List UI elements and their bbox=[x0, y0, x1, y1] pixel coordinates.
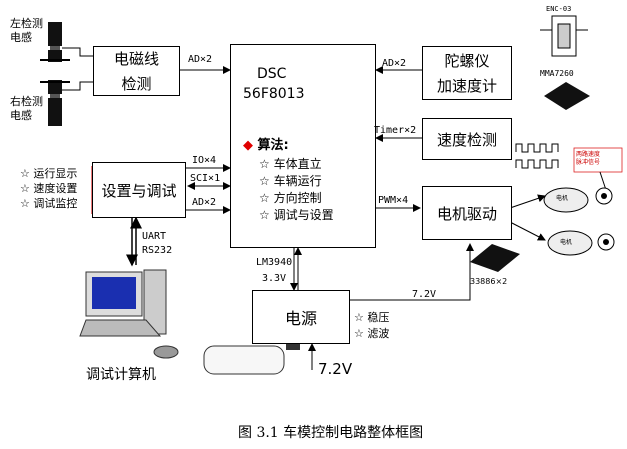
driver-chip-icon bbox=[470, 244, 520, 272]
diamond-icon: ◆ bbox=[243, 138, 253, 153]
gyro-box: 陀螺仪 加速度计 bbox=[422, 46, 512, 100]
setup-box: 设置与调试 bbox=[92, 162, 186, 218]
computer-icon bbox=[79, 269, 179, 359]
link-label-uart: UART bbox=[142, 231, 167, 242]
accel-chip-label: MMA7260 bbox=[540, 69, 574, 78]
figure-caption: 图 3.1 车模控制电路整体框图 bbox=[238, 425, 424, 441]
algo-item: ☆ 车体直立 bbox=[259, 157, 322, 171]
link-label-pwm: PWM×4 bbox=[378, 195, 409, 206]
speed-signal-label: 两路速度 脉冲信号 bbox=[576, 151, 601, 166]
left-sensor-label: 左检测 电感 bbox=[10, 17, 43, 44]
link-label-ad-left: AD×2 bbox=[188, 54, 213, 65]
left-inductor-icon bbox=[40, 22, 70, 62]
link-label-rs232: RS232 bbox=[142, 245, 173, 256]
link-label-ad-gyro: AD×2 bbox=[382, 58, 407, 69]
dsc-box: DSC 56F8013 ◆ 算法: ☆ 车体直立 ☆ 车辆运行 ☆ 方向控制 ☆… bbox=[230, 44, 376, 248]
motor-label: 电机 bbox=[556, 195, 569, 202]
link-label-lm3940: LM3940 bbox=[256, 257, 293, 268]
dsc-title: DSC bbox=[257, 66, 287, 82]
speed-box: 速度检测 bbox=[422, 118, 512, 160]
right-sensor-label: 右检测 电感 bbox=[10, 95, 43, 122]
algo-item: ☆ 方向控制 bbox=[259, 191, 322, 205]
power-box: 电源 bbox=[252, 290, 350, 344]
battery-icon bbox=[203, 340, 300, 375]
link-label-ad-setup: AD×2 bbox=[192, 197, 217, 208]
driver-chip-label: 33886×2 bbox=[470, 277, 508, 286]
battery-voltage-label: 7.2V bbox=[318, 360, 353, 378]
em-detect-box: 电磁线 检测 bbox=[93, 46, 180, 96]
link-label-io: IO×4 bbox=[192, 155, 217, 166]
setup-item: ☆ 速度设置 bbox=[20, 182, 78, 195]
link-label-timer: Timer×2 bbox=[374, 125, 417, 136]
algo-item: ☆ 车辆运行 bbox=[259, 174, 322, 188]
motor-label: 电机 bbox=[560, 239, 573, 246]
accelerometer-chip-icon bbox=[544, 82, 590, 110]
link-label-7v2: 7.2V bbox=[412, 289, 437, 300]
gyro-sensor-icon bbox=[540, 15, 588, 57]
link-label-sci: SCI×1 bbox=[190, 173, 221, 184]
motor-top-icon bbox=[543, 187, 613, 213]
power-item: ☆ 稳压 bbox=[354, 311, 390, 324]
algo-title: ◆ 算法: bbox=[243, 138, 289, 153]
algo-item: ☆ 调试与设置 bbox=[259, 208, 334, 222]
gyro-chip-label: ENC-03 bbox=[546, 5, 572, 13]
computer-label: 调试计算机 bbox=[86, 367, 156, 383]
motor-bottom-icon bbox=[547, 230, 615, 256]
setup-item: ☆ 运行显示 bbox=[20, 167, 78, 180]
link-label-3v3: 3.3V bbox=[262, 273, 287, 284]
setup-item: ☆ 调试监控 bbox=[20, 197, 78, 210]
dsc-model: 56F8013 bbox=[243, 86, 305, 102]
motor-drive-box: 电机驱动 bbox=[422, 186, 512, 240]
power-item: ☆ 滤波 bbox=[354, 327, 390, 340]
right-inductor-icon bbox=[40, 80, 70, 126]
